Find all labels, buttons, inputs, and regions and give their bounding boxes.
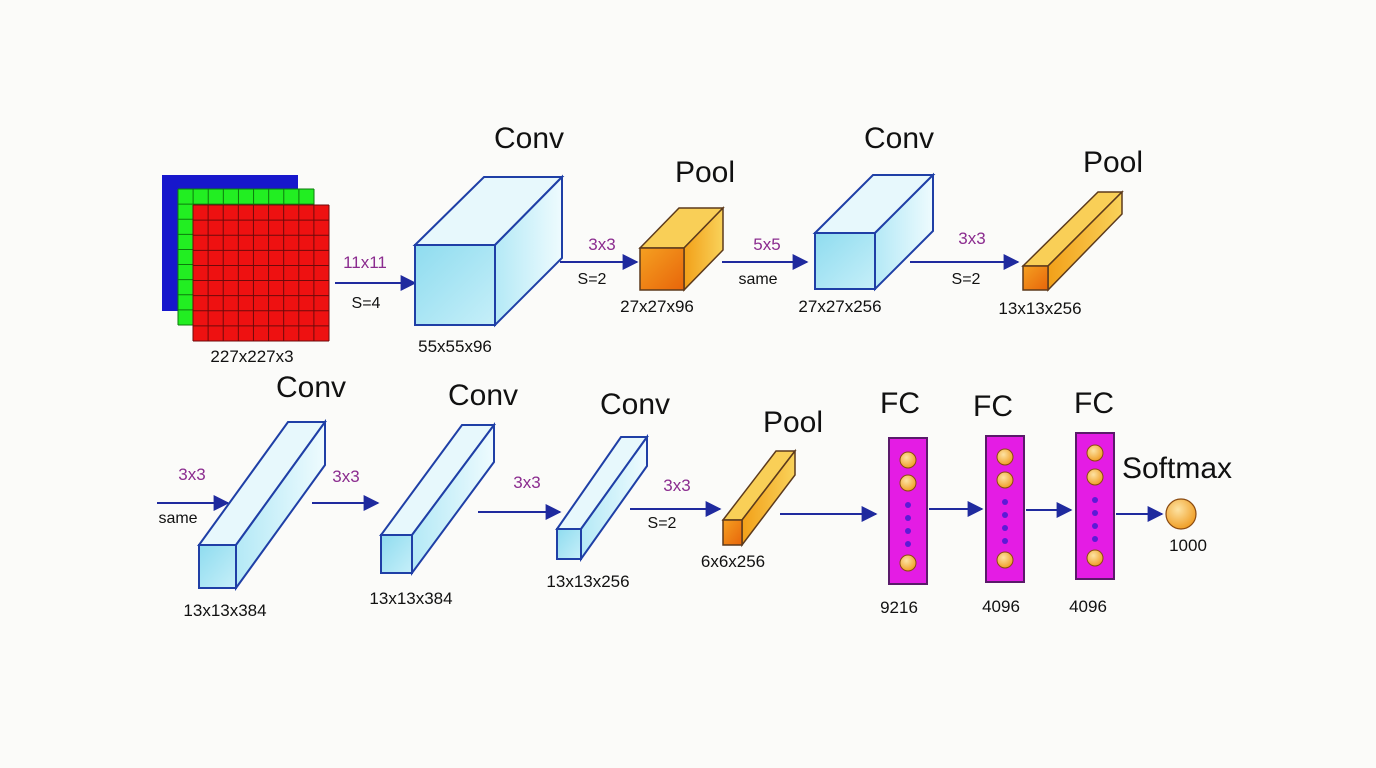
conv5-dims: 13x13x256 bbox=[546, 572, 629, 591]
fc3-neuron bbox=[1086, 468, 1104, 486]
op-1-kernel: 11x11 bbox=[343, 253, 387, 272]
conv4-front bbox=[380, 534, 413, 574]
pool1-front bbox=[639, 247, 685, 291]
fc2-dot bbox=[1002, 525, 1008, 531]
conv5-front bbox=[556, 528, 582, 560]
red-grid-bg bbox=[193, 205, 329, 341]
conv3-dims: 13x13x384 bbox=[183, 601, 266, 620]
fc1-dot bbox=[905, 528, 911, 534]
conv3-front bbox=[198, 544, 237, 589]
conv3-block bbox=[197, 418, 327, 592]
fc1-neuron bbox=[899, 474, 917, 492]
input-dims: 227x227x3 bbox=[210, 347, 293, 366]
pool2-title: Pool bbox=[1083, 146, 1143, 179]
fc3-dot bbox=[1092, 536, 1098, 542]
conv1-front bbox=[414, 244, 496, 326]
conv4-block bbox=[379, 421, 496, 577]
conv4-dims: 13x13x384 bbox=[369, 589, 452, 608]
conv2-front bbox=[814, 232, 876, 290]
op-3-kernel: 5x5 bbox=[753, 235, 780, 254]
conv1-title: Conv bbox=[494, 122, 564, 155]
fc2-dot bbox=[1002, 512, 1008, 518]
fc1-title: FC bbox=[880, 387, 920, 420]
pool3-dims: 6x6x256 bbox=[701, 552, 765, 571]
conv1-dims: 55x55x96 bbox=[418, 337, 492, 356]
fc3-title: FC bbox=[1074, 387, 1114, 420]
conv1-block bbox=[412, 174, 565, 328]
softmax-output-node bbox=[1165, 498, 1197, 530]
fc1-dot bbox=[905, 541, 911, 547]
conv3-title: Conv bbox=[276, 371, 346, 404]
fc1-dot bbox=[905, 502, 911, 508]
pool1-title: Pool bbox=[675, 156, 735, 189]
fc3-neuron bbox=[1086, 549, 1104, 567]
fc3-layer bbox=[1075, 432, 1115, 580]
op-3-param: same bbox=[738, 271, 777, 288]
fc1-neuron bbox=[899, 451, 917, 469]
op-5-kernel: 3x3 bbox=[178, 465, 205, 484]
fc1-dot bbox=[905, 515, 911, 521]
conv2-title: Conv bbox=[864, 122, 934, 155]
op-2-param: S=2 bbox=[578, 271, 607, 288]
pool1-dims: 27x27x96 bbox=[620, 297, 694, 316]
fc3-dims: 4096 bbox=[1069, 597, 1107, 616]
conv4-title: Conv bbox=[448, 379, 518, 412]
fc2-dot bbox=[1002, 538, 1008, 544]
pool1-block bbox=[638, 206, 725, 292]
fc1-neuron bbox=[899, 554, 917, 572]
softmax-dims: 1000 bbox=[1169, 536, 1207, 555]
fc3-neuron bbox=[1086, 444, 1104, 462]
fc2-title: FC bbox=[973, 390, 1013, 423]
op-5-param: same bbox=[158, 510, 197, 527]
fc2-neuron bbox=[996, 551, 1014, 569]
op-4-kernel: 3x3 bbox=[958, 229, 985, 248]
conv2-block bbox=[812, 172, 936, 292]
softmax-title: Softmax bbox=[1122, 452, 1232, 485]
pool3-title: Pool bbox=[763, 406, 823, 439]
pool3-block bbox=[721, 448, 797, 548]
conv2-dims: 27x27x256 bbox=[798, 297, 881, 316]
fc2-dims: 4096 bbox=[982, 597, 1020, 616]
pool2-dims: 13x13x256 bbox=[998, 299, 1081, 318]
fc2-neuron bbox=[996, 471, 1014, 489]
pool2-front bbox=[1022, 265, 1049, 291]
fc2-dot bbox=[1002, 499, 1008, 505]
op-4-param: S=2 bbox=[952, 271, 981, 288]
fc2-layer bbox=[985, 435, 1025, 583]
op-2-kernel: 3x3 bbox=[588, 235, 615, 254]
fc1-layer bbox=[888, 437, 928, 585]
op-8-param: S=2 bbox=[648, 515, 677, 532]
fc1-dims: 9216 bbox=[880, 598, 918, 617]
input-image-stack bbox=[162, 175, 330, 342]
fc3-dot bbox=[1092, 510, 1098, 516]
conv5-title: Conv bbox=[600, 388, 670, 421]
fc3-dot bbox=[1092, 497, 1098, 503]
op-8-kernel: 3x3 bbox=[663, 476, 690, 495]
op-1-param: S=4 bbox=[352, 295, 381, 312]
fc2-neuron bbox=[996, 448, 1014, 466]
pool3-front bbox=[722, 519, 743, 546]
red-channel bbox=[192, 204, 330, 342]
fc3-dot bbox=[1092, 523, 1098, 529]
op-6-kernel: 3x3 bbox=[332, 467, 359, 486]
op-7-kernel: 3x3 bbox=[513, 473, 540, 492]
pool2-block bbox=[1021, 190, 1124, 292]
conv5-block bbox=[555, 433, 649, 563]
